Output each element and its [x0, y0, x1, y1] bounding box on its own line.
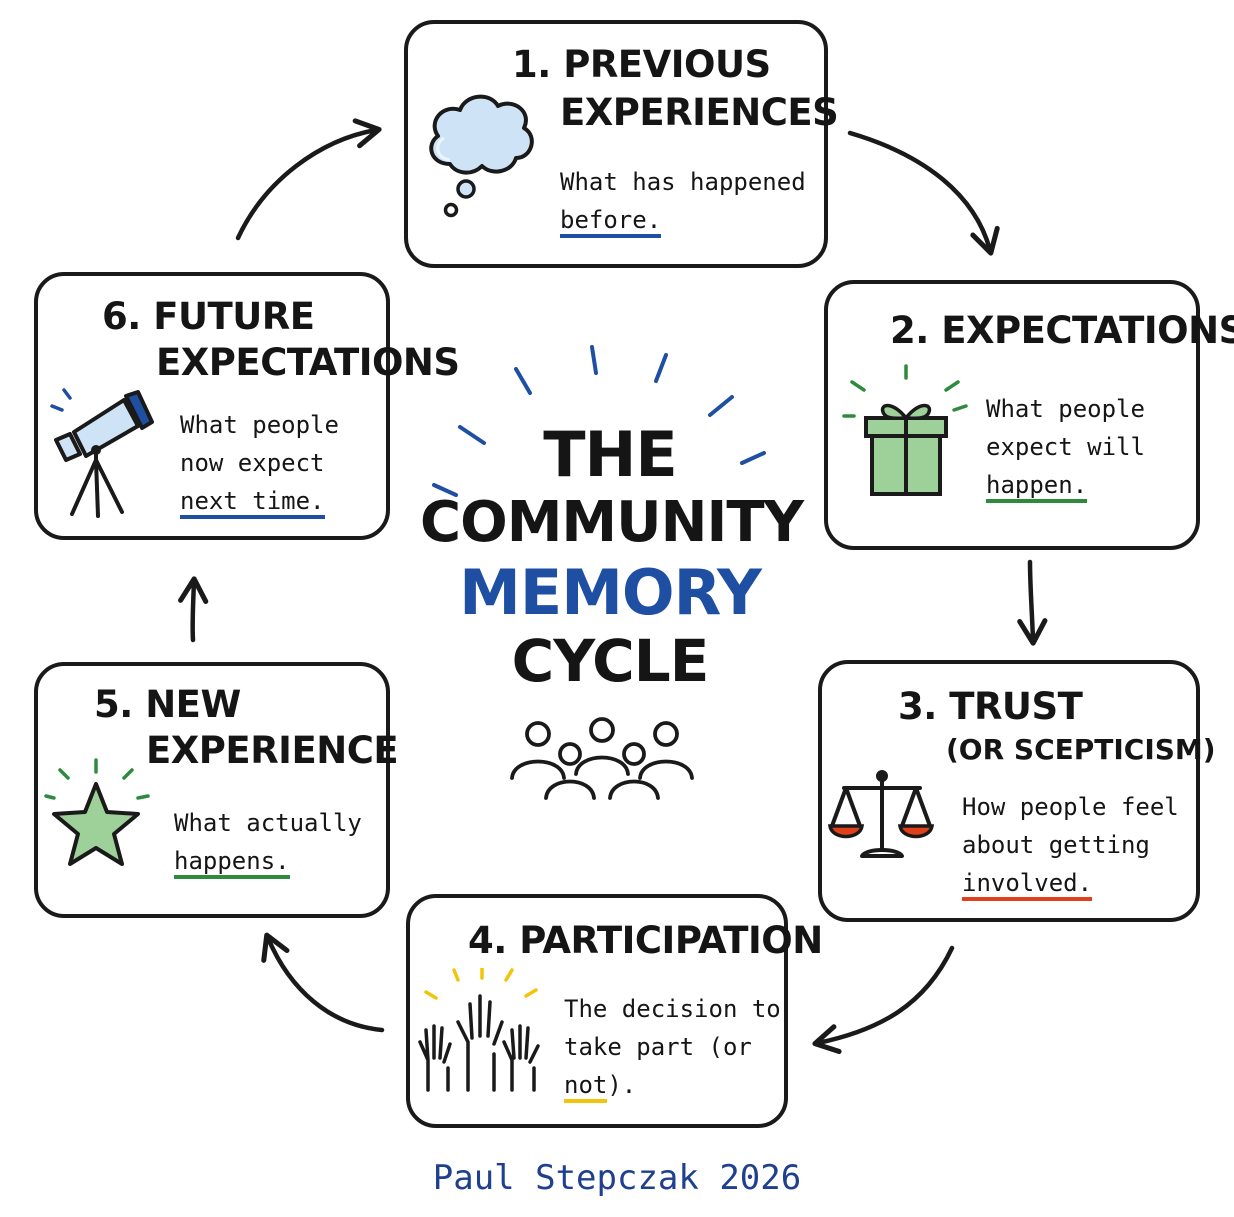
step-5-title-line1: NEW: [145, 683, 241, 726]
step-2-title-line1: EXPECTATIONS: [941, 309, 1234, 352]
step-5-number: 5.: [94, 683, 133, 726]
center-title-line2: COMMUNITY: [420, 490, 804, 555]
step-1-title: 1. PREVIOUS: [512, 42, 771, 88]
center-title-line3: MEMORY: [459, 556, 762, 629]
step-6-title: 6. FUTURE: [102, 294, 315, 340]
step-3-number: 3.: [898, 685, 937, 728]
arrow-5-to-6: [178, 576, 209, 643]
arrow-6-to-1: [235, 118, 382, 241]
step-2-desc-underlined: happen.: [986, 471, 1088, 503]
arrow-1-to-2: [847, 130, 1000, 256]
telescope-icon: [50, 388, 154, 518]
step-4-description: The decision to take part (or not).: [564, 990, 781, 1104]
center-title-line1: THE: [543, 418, 678, 491]
center-title-line4: CYCLE: [511, 627, 710, 695]
gift-icon: [842, 364, 968, 496]
raised-hands-icon: [418, 968, 540, 1092]
step-6-description: What people now expect next time.: [180, 406, 339, 520]
scales-icon: [827, 770, 935, 858]
step-3-title: 3. TRUST: [898, 684, 1083, 730]
step-3-subtitle: (OR SCEPTICISM): [946, 733, 1216, 766]
step-2-description: What people expect will happen.: [986, 390, 1145, 504]
step-4-desc-underlined: not: [564, 1071, 608, 1103]
step-6-number: 6.: [102, 295, 141, 338]
step-1-title-line1: PREVIOUS: [563, 43, 771, 86]
step-1-number: 1.: [512, 43, 551, 86]
step-2-card: [824, 280, 1200, 550]
arrow-3-to-4: [812, 945, 955, 1054]
arrow-4-to-5: [261, 932, 385, 1033]
step-2-title: 2. EXPECTATIONS: [890, 308, 1234, 354]
step-3-desc-underlined: involved.: [962, 869, 1093, 901]
step-4-title: 4. PARTICIPATION: [468, 918, 823, 964]
arrow-2-to-3: [1017, 559, 1048, 646]
step-6-desc-underlined: next time.: [180, 487, 325, 519]
step-5-title-line2: EXPERIENCE: [146, 729, 399, 772]
sunburst-rays: [432, 345, 766, 497]
author-credit: Paul Stepczak 2026: [432, 1158, 802, 1198]
step-6-title-line2: EXPECTATIONS: [156, 341, 460, 384]
step-5-desc-underlined: happens.: [174, 847, 290, 879]
thought-bubble-icon: [429, 94, 534, 218]
step-3-title-line1: TRUST: [949, 685, 1083, 728]
step-5-description: What actually happens.: [174, 804, 362, 880]
step-5-title: 5. NEW: [94, 682, 241, 728]
step-1-description: What has happened before.: [560, 163, 806, 239]
star-icon: [44, 758, 150, 866]
step-2-number: 2.: [890, 309, 929, 352]
step-6-title-line1: FUTURE: [153, 295, 315, 338]
step-4-title-line1: PARTICIPATION: [519, 919, 823, 962]
step-1-title-line2: EXPERIENCES: [560, 91, 839, 134]
step-6-card: [34, 272, 390, 540]
step-3-description: How people feel about getting involved.: [962, 788, 1179, 902]
step-4-number: 4.: [468, 919, 507, 962]
people-group-icon: [510, 717, 694, 800]
step-1-desc-line: What has happened: [560, 168, 806, 196]
step-1-desc-underlined: before.: [560, 206, 662, 238]
